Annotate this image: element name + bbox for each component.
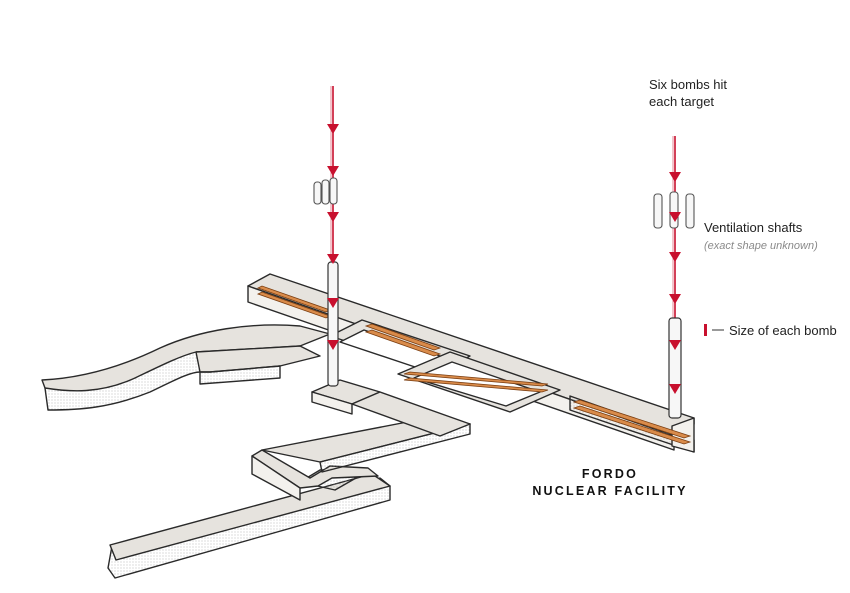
right-shaft-3 bbox=[685, 193, 695, 229]
orange-hall-8 bbox=[572, 405, 692, 445]
facility-name-line1: FORDO bbox=[581, 467, 639, 481]
left-access-tunnel-2-side bbox=[199, 365, 281, 385]
left-access-tunnel-top bbox=[41, 324, 331, 392]
ventilation-note: (exact shape unknown) bbox=[704, 240, 818, 252]
left-plinth-link bbox=[351, 391, 471, 437]
lower-access-tunnel-top bbox=[109, 473, 391, 561]
right-arrow-4 bbox=[669, 294, 681, 304]
orange-hall-5 bbox=[403, 371, 549, 387]
bomb-size-label: Size of each bomb bbox=[729, 323, 837, 338]
right-main-shaft bbox=[668, 317, 682, 419]
right-ventilation-shafts-floating bbox=[653, 191, 695, 300]
left-arrow-5 bbox=[327, 298, 339, 308]
bombs-label-line2: each target bbox=[649, 94, 715, 109]
orange-hall-7 bbox=[572, 399, 692, 439]
right-arrow-6 bbox=[669, 384, 681, 394]
right-bomb-arrows bbox=[669, 172, 681, 394]
right-shaft-1 bbox=[653, 193, 663, 229]
left-arrow-1 bbox=[327, 124, 339, 134]
left-arrow-4 bbox=[327, 254, 339, 264]
right-arrow-1 bbox=[669, 172, 681, 182]
orange-centrifuge-halls bbox=[256, 285, 692, 445]
mid-corridor-side bbox=[319, 423, 471, 473]
orange-hall-4 bbox=[364, 329, 442, 357]
left-plinth-front bbox=[311, 391, 353, 415]
left-bomb-arrows bbox=[327, 124, 339, 350]
bombs-label: Six bombs hit each target bbox=[649, 76, 727, 110]
bombs-label-line1: Six bombs hit bbox=[649, 77, 728, 92]
bomb-size-swatch bbox=[704, 324, 707, 336]
right-arrow-5 bbox=[669, 340, 681, 350]
facility-name-line2: NUCLEAR FACILITY bbox=[532, 484, 688, 498]
right-target bbox=[653, 136, 695, 419]
left-ventilation-shafts-floating bbox=[313, 177, 338, 226]
right-shaft-2 bbox=[669, 191, 679, 229]
ventilation-label: Ventilation shafts bbox=[704, 220, 803, 235]
left-arrow-6 bbox=[327, 340, 339, 350]
bomb-size-legend bbox=[704, 324, 724, 336]
left-arrow-2 bbox=[327, 166, 339, 176]
left-main-shaft bbox=[327, 261, 339, 387]
lower-connector-top bbox=[251, 449, 379, 489]
orange-hall-3 bbox=[364, 323, 442, 351]
right-arrow-3 bbox=[669, 252, 681, 262]
orange-hall-6 bbox=[403, 377, 549, 393]
lower-connector-wall bbox=[251, 455, 301, 501]
facility-name: FORDO NUCLEAR FACILITY bbox=[510, 466, 710, 500]
right-arrow-2 bbox=[669, 212, 681, 222]
left-shaft-3 bbox=[329, 177, 338, 205]
left-arrow-3 bbox=[327, 212, 339, 222]
left-shaft-1 bbox=[313, 181, 322, 205]
left-shaft-2 bbox=[321, 179, 330, 205]
left-target bbox=[313, 86, 339, 387]
tunnel-network bbox=[41, 273, 695, 579]
